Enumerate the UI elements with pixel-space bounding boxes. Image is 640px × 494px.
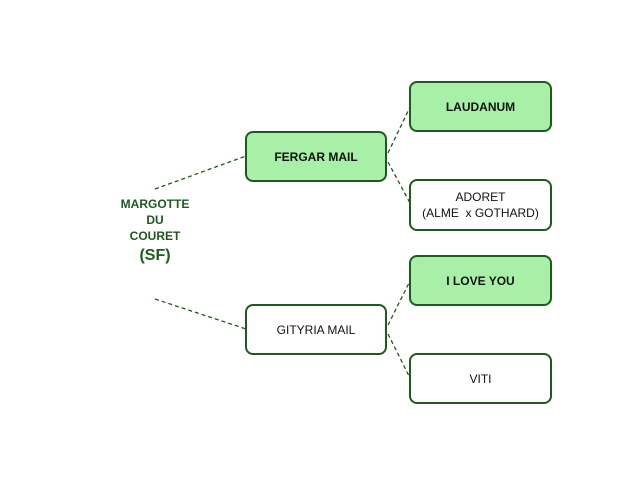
parent-box-sire: FERGAR MAIL — [245, 131, 387, 182]
connector-dam-grandsire — [387, 280, 411, 326]
grandparent-label: (ALME x GOTHARD) — [422, 206, 539, 220]
grandparent-box-2: ADORET (ALME x GOTHARD) — [409, 179, 552, 231]
connector-dam-granddam — [387, 333, 411, 379]
subject-name-line: COURET — [129, 229, 181, 243]
grandparent-box-1: LAUDANUM — [409, 81, 552, 132]
grandparent-label: ADORET — [455, 190, 506, 204]
grandparent-box-3: I LOVE YOU — [409, 255, 552, 306]
grandparent-label: VITI — [469, 371, 492, 386]
parent-label: FERGAR MAIL — [274, 149, 358, 164]
parent-box-dam: GITYRIA MAIL — [245, 304, 387, 355]
subject-name-line: MARGOTTE — [120, 197, 190, 211]
connector-sire-granddam — [387, 161, 411, 204]
grandparent-label: LAUDANUM — [445, 99, 516, 114]
subject-suffix: (SF) — [139, 247, 171, 264]
grandparent-box-4: VITI — [409, 353, 552, 404]
grandparent-label: I LOVE YOU — [446, 273, 515, 288]
parent-label: GITYRIA MAIL — [276, 322, 356, 337]
subject-name-line: DU — [146, 213, 164, 227]
connector-root-dam — [154, 298, 247, 330]
subject-name: MARGOTTE DU COURET (SF) — [100, 196, 210, 267]
connector-sire-grandsire — [387, 106, 411, 154]
connector-root-sire — [154, 155, 247, 190]
